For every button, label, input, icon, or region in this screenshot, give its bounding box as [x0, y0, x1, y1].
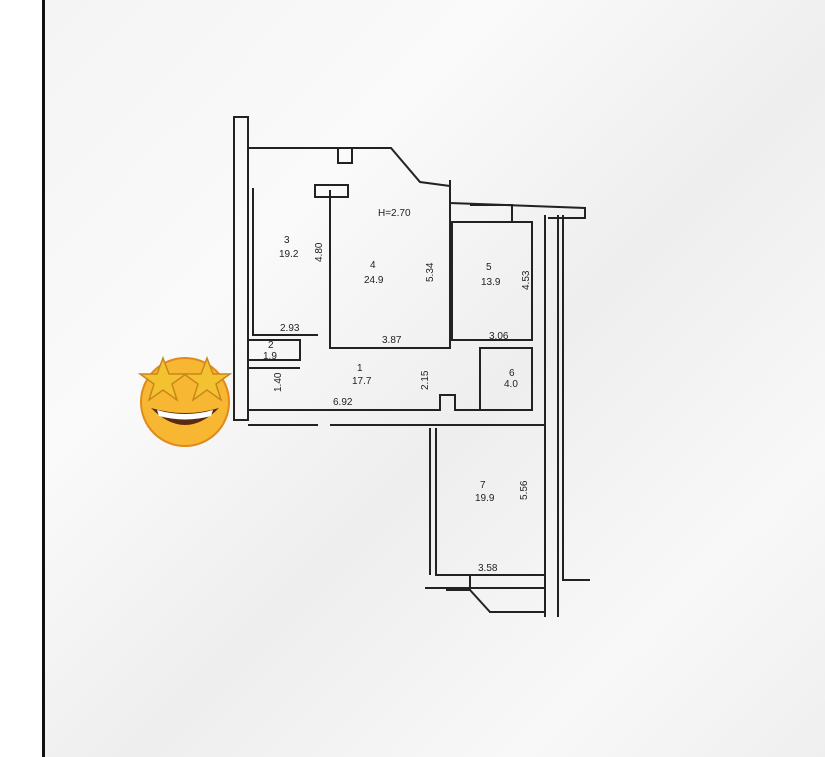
dim-6-92: 6.92 [333, 397, 353, 408]
room-7-area: 19.9 [475, 493, 495, 504]
room-6-number: 6 [509, 368, 515, 379]
room-5-area: 13.9 [481, 277, 501, 288]
room-2-number: 2 [268, 340, 274, 351]
room-6-area: 4.0 [504, 379, 518, 390]
room-3-number: 3 [284, 235, 290, 246]
room-3-area: 19.2 [279, 249, 299, 260]
ceiling-height: H=2.70 [378, 208, 411, 219]
walls [233, 116, 590, 617]
room-1-area: 17.7 [352, 376, 372, 387]
dim-2-93: 2.93 [280, 323, 300, 334]
room-2-area: 1.9 [263, 351, 277, 362]
star-struck-emoji-icon [137, 355, 233, 447]
room-4-number: 4 [370, 260, 376, 271]
dim-2-15: 2.15 [420, 370, 431, 390]
dim-5-34: 5.34 [425, 262, 436, 282]
dim-4-80: 4.80 [314, 242, 325, 262]
dim-4-53: 4.53 [521, 270, 532, 290]
room-1-number: 1 [357, 363, 363, 374]
room-5-number: 5 [486, 262, 492, 273]
paper-edge [42, 0, 45, 757]
dim-3-58: 3.58 [478, 563, 498, 574]
labels: H=2.70 3 19.2 4 24.9 5 13.9 2 1.9 1 17.7… [263, 208, 532, 574]
dim-5-56: 5.56 [519, 480, 530, 500]
dim-3-87: 3.87 [382, 335, 402, 346]
dim-3-06: 3.06 [489, 331, 509, 342]
room-4-area: 24.9 [364, 275, 384, 286]
room-7-number: 7 [480, 480, 486, 491]
dim-1-40: 1.40 [273, 372, 284, 392]
